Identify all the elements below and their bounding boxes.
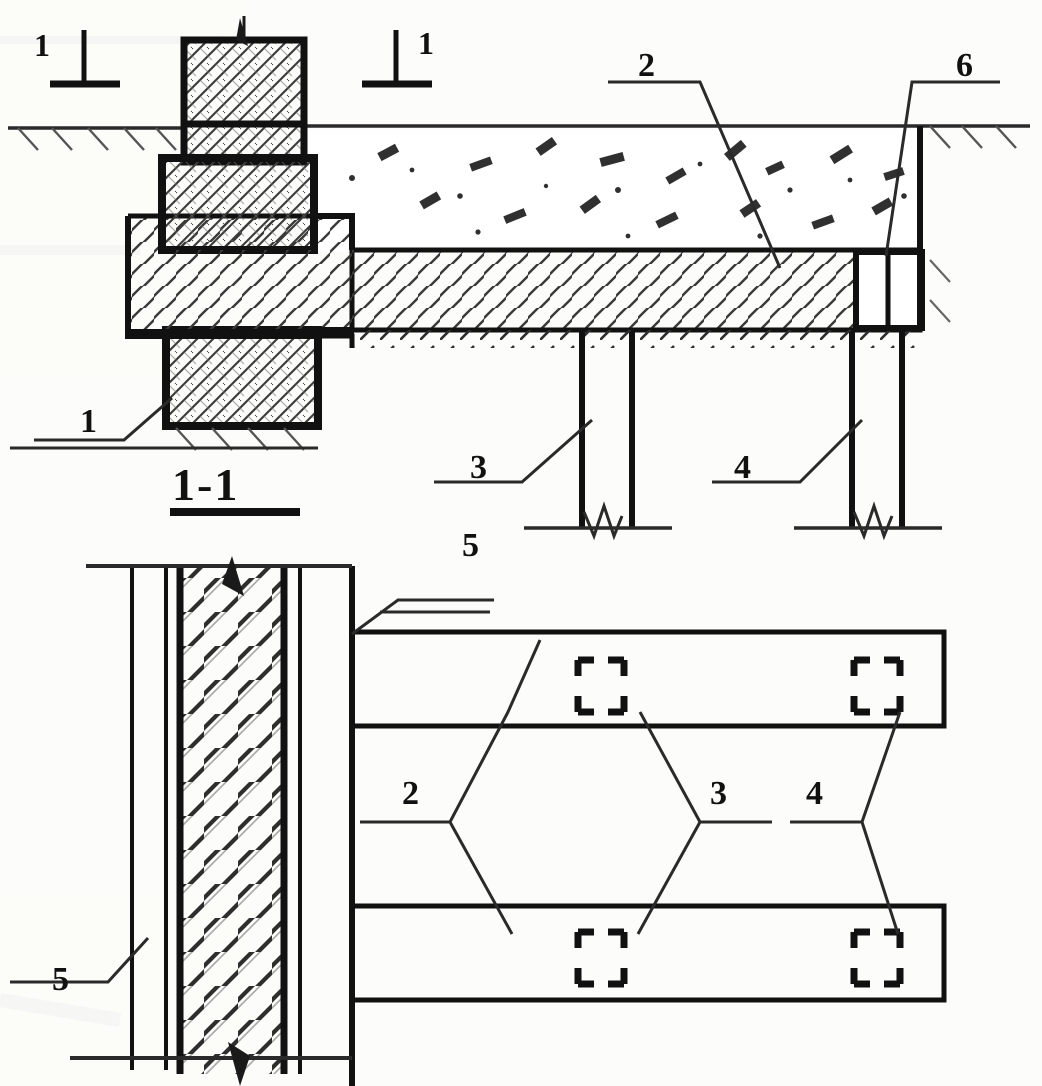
callout-label-2: 2	[638, 47, 655, 84]
plan-callout-4: 4	[806, 775, 823, 812]
hidden-column-lower-right	[850, 928, 904, 988]
section-title-text: 1-1	[172, 459, 239, 510]
plan-callout-3: 3	[710, 775, 727, 812]
edge-block	[853, 126, 951, 331]
slab-underside-hatch	[352, 330, 920, 348]
plan-callout-5-upper: 5	[462, 527, 479, 564]
plan-callout-label-5-upper: 5	[462, 527, 479, 564]
leader-lines-section	[34, 80, 1000, 484]
section-callout-3: 3	[470, 449, 487, 486]
hidden-column-upper-right	[850, 656, 904, 716]
hidden-column-upper-left	[574, 656, 628, 716]
section-title: 1-1	[170, 459, 300, 516]
callout-label-6: 6	[956, 47, 973, 84]
fill-layer	[302, 130, 922, 252]
plan-callout-label-5-lower: 5	[52, 961, 69, 998]
ground-line-right	[300, 124, 1030, 149]
section-marker-right: 1	[362, 25, 434, 88]
callout-label-4: 4	[734, 449, 751, 486]
section-marker-left-number: 1	[34, 27, 50, 63]
section-callout-2: 2	[638, 47, 655, 84]
callout-label-3: 3	[470, 449, 487, 486]
plan-callout-label-4: 4	[806, 775, 823, 812]
section-callout-6: 6	[956, 47, 973, 84]
section-marker-left: 1	[34, 27, 120, 88]
hidden-column-lower-left	[574, 928, 628, 988]
callout-label-1: 1	[80, 403, 97, 440]
leader-lines-plan	[10, 598, 902, 984]
plan-lower-beam	[349, 903, 947, 1003]
plan-callout-label-3: 3	[710, 775, 727, 812]
section-callout-1: 1	[80, 403, 97, 440]
plan-callout-5-lower: 5	[52, 961, 69, 998]
plan-callout-label-2: 2	[402, 775, 419, 812]
ground-line-left	[8, 126, 182, 151]
section-marker-right-number: 1	[418, 25, 434, 61]
section-callout-4: 4	[734, 449, 751, 486]
masonry-pier	[10, 16, 355, 451]
plan-callout-2: 2	[402, 775, 419, 812]
plan-wall	[70, 556, 355, 1086]
